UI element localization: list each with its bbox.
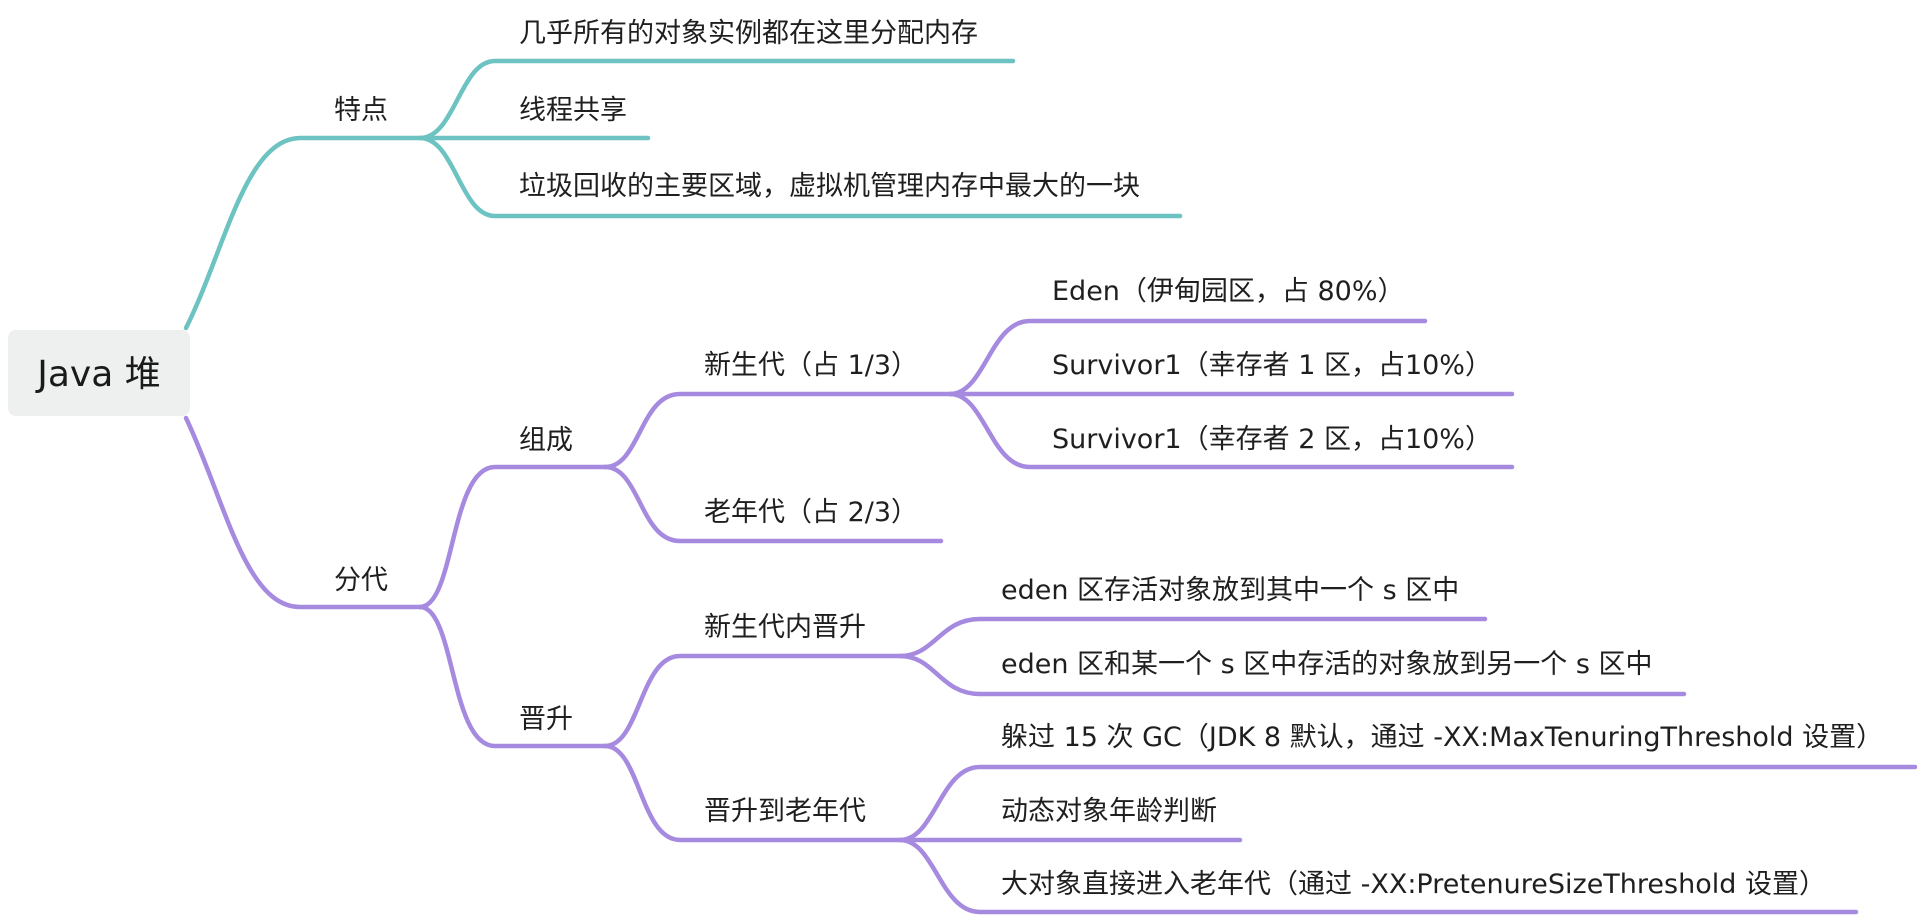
edge-composition-young	[602, 391, 953, 470]
root-node-label: Java 堆	[35, 354, 161, 395]
features-item-3-label: 垃圾回收的主要区域，虚拟机管理内存中最大的一块	[519, 171, 1140, 202]
within-young-item-1[interactable]: eden 区存活对象放到其中一个 s 区中	[1001, 575, 1459, 606]
edge-generations-promotion	[417, 604, 608, 749]
node-generations[interactable]: 分代	[334, 565, 388, 596]
to-old-item-2-label: 动态对象年龄判断	[1001, 796, 1217, 827]
edge-within-young-item-2	[897, 653, 1687, 697]
node-to-old-label: 晋升到老年代	[704, 796, 866, 827]
edge-root-features	[183, 135, 423, 331]
young-item-survivor-2[interactable]: Survivor1（幸存者 2 区，占10%）	[1052, 424, 1492, 455]
node-generations-label: 分代	[334, 565, 388, 596]
edge-to-old-item-1	[897, 764, 1918, 843]
to-old-item-3[interactable]: 大对象直接进入老年代（通过 -XX:PretenureSizeThreshold…	[1001, 869, 1826, 900]
branch-generations: 分代 组成 新生代（占 1/3） Eden（伊甸园区，占 80%） Surviv…	[183, 276, 1918, 915]
node-within-young-label: 新生代内晋升	[704, 612, 866, 643]
within-young-item-1-label: eden 区存活对象放到其中一个 s 区中	[1001, 575, 1459, 606]
features-item-2-label: 线程共享	[519, 95, 627, 126]
to-old-item-1-label: 躲过 15 次 GC（JDK 8 默认，通过 -XX:MaxTenuringTh…	[1001, 722, 1883, 753]
young-item-eden-label: Eden（伊甸园区，占 80%）	[1052, 276, 1405, 307]
to-old-item-1[interactable]: 躲过 15 次 GC（JDK 8 默认，通过 -XX:MaxTenuringTh…	[1001, 722, 1883, 753]
to-old-item-3-label: 大对象直接进入老年代（通过 -XX:PretenureSizeThreshold…	[1001, 869, 1826, 900]
node-old-generation[interactable]: 老年代（占 2/3）	[704, 497, 918, 528]
young-item-survivor-1[interactable]: Survivor1（幸存者 1 区，占10%）	[1052, 350, 1492, 381]
node-to-old[interactable]: 晋升到老年代	[704, 796, 866, 827]
to-old-item-2[interactable]: 动态对象年龄判断	[1001, 796, 1217, 827]
within-young-item-2[interactable]: eden 区和某一个 s 区中存活的对象放到另一个 s 区中	[1001, 649, 1653, 680]
branch-features: 特点 几乎所有的对象实例都在这里分配内存 线程共享 垃圾回收的主要区域，虚拟机管…	[183, 18, 1183, 331]
edge-young-eden	[947, 318, 1428, 397]
edge-to-old-item-3	[897, 837, 1859, 915]
within-young-item-2-label: eden 区和某一个 s 区中存活的对象放到另一个 s 区中	[1001, 649, 1653, 680]
edge-promotion-within-young	[602, 653, 903, 749]
young-item-survivor-1-label: Survivor1（幸存者 1 区，占10%）	[1052, 350, 1492, 381]
edge-generations-composition	[417, 464, 608, 610]
node-old-generation-label: 老年代（占 2/3）	[704, 497, 918, 528]
edge-within-young-item-1	[897, 616, 1488, 659]
node-composition[interactable]: 组成	[519, 425, 573, 456]
features-item-1-label: 几乎所有的对象实例都在这里分配内存	[519, 18, 978, 49]
edge-young-survivor-2	[947, 391, 1515, 470]
node-young-generation-label: 新生代（占 1/3）	[704, 350, 918, 381]
node-young-generation[interactable]: 新生代（占 1/3）	[704, 350, 918, 381]
edge-features-item-1	[417, 58, 1016, 141]
features-item-3[interactable]: 垃圾回收的主要区域，虚拟机管理内存中最大的一块	[519, 171, 1140, 202]
edge-features-item-3	[417, 135, 1183, 219]
root-node-box	[8, 330, 190, 416]
features-item-1[interactable]: 几乎所有的对象实例都在这里分配内存	[519, 18, 978, 49]
features-item-2[interactable]: 线程共享	[519, 95, 627, 126]
edge-composition-old	[602, 464, 944, 544]
node-features[interactable]: 特点	[334, 95, 388, 126]
edge-root-generations	[183, 415, 423, 610]
young-item-eden[interactable]: Eden（伊甸园区，占 80%）	[1052, 276, 1405, 307]
node-within-young[interactable]: 新生代内晋升	[704, 612, 866, 643]
node-promotion[interactable]: 晋升	[519, 704, 573, 735]
node-promotion-label: 晋升	[519, 704, 573, 735]
node-features-label: 特点	[334, 95, 388, 126]
root-node[interactable]: Java 堆	[8, 330, 190, 416]
young-item-survivor-2-label: Survivor1（幸存者 2 区，占10%）	[1052, 424, 1492, 455]
node-composition-label: 组成	[519, 425, 573, 456]
edge-promotion-to-old	[602, 743, 903, 843]
